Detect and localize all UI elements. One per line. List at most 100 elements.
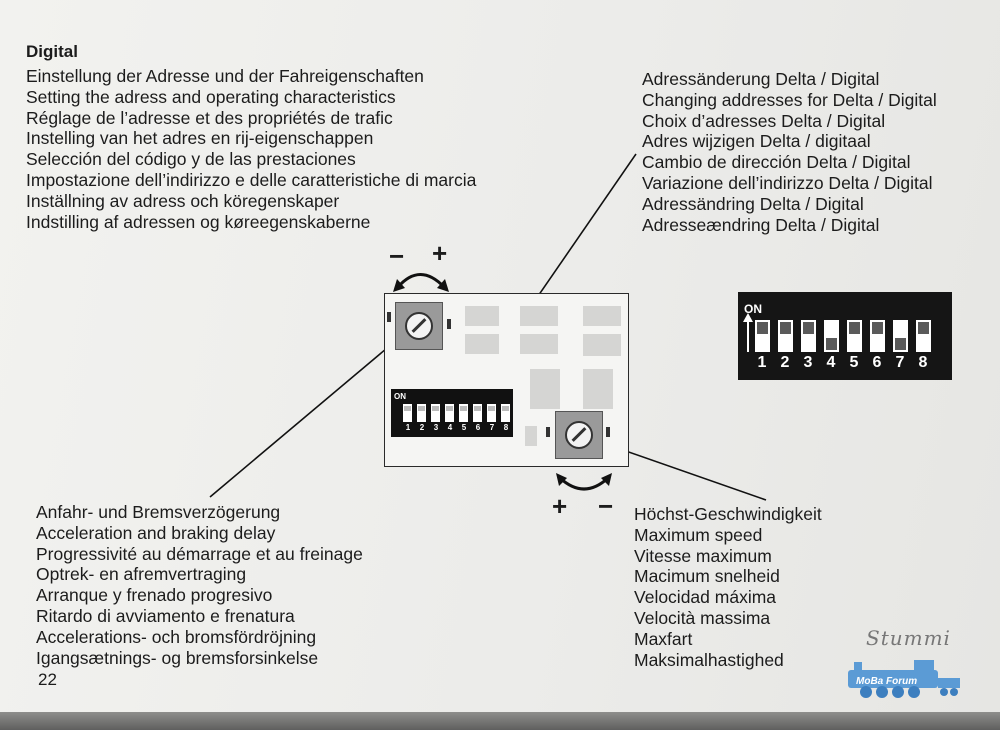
- dip-switch-4[interactable]: [445, 404, 454, 422]
- dip-switch-small[interactable]: ON 1 2 3 4 5 6 7 8: [391, 389, 513, 437]
- pot-terminal: [447, 319, 451, 329]
- dip-switch-detail: ON 1 2 3 4 5 6 7 8: [738, 292, 952, 380]
- dip-number: 6: [872, 354, 882, 371]
- dip-number: 1: [757, 354, 767, 371]
- dip-lever-icon: [803, 322, 814, 334]
- board-pad: [520, 306, 558, 326]
- dip-switch-3[interactable]: [431, 404, 440, 422]
- plus-sign-bottom: +: [552, 491, 568, 521]
- acceleration-potentiometer[interactable]: [395, 302, 443, 350]
- dip-switch-5[interactable]: [459, 404, 468, 422]
- board-pad: [525, 426, 537, 446]
- dip-on-label: ON: [394, 392, 406, 401]
- dip-switch-large-4[interactable]: [824, 320, 839, 352]
- text-line: Igangsætnings- og bremsforsinkelse: [36, 647, 319, 668]
- dip-number: 7: [895, 354, 905, 371]
- on-arrow-icon: [747, 316, 749, 352]
- dip-number: 8: [503, 423, 509, 432]
- logo-script: Stummi: [866, 626, 951, 650]
- board-pad: [583, 334, 621, 356]
- text-line: Ritardo di avviamento e frenatura: [36, 605, 295, 626]
- pot-terminal: [606, 427, 610, 437]
- dip-lever-icon: [849, 322, 860, 334]
- text-line: Variazione dell’indirizzo Delta / Digita…: [642, 172, 933, 193]
- text-line: Impostazione dell’indirizzo e delle cara…: [26, 169, 477, 190]
- minus-sign-bottom: −: [598, 491, 614, 521]
- text-line: Macimum snelheid: [634, 566, 780, 587]
- address-setting-text: Einstellung der Adresse und der Fahreige…: [26, 66, 476, 232]
- dip-on-label: ON: [744, 302, 762, 316]
- dip-switch-large-1[interactable]: [755, 320, 770, 352]
- minus-sign-top: −: [389, 241, 405, 271]
- text-line: Acceleration and braking delay: [36, 522, 276, 543]
- text-line: Anfahr- und Bremsverzögerung: [36, 502, 281, 522]
- page-edge-shadow: [0, 712, 1000, 730]
- text-line: Einstellung der Adresse und der Fahreige…: [26, 66, 424, 86]
- text-line: Changing addresses for Delta / Digital: [642, 89, 937, 110]
- text-line: Choix d’adresses Delta / Digital: [642, 110, 886, 131]
- text-line: Instelling van het adres en rij-eigensch…: [26, 128, 374, 149]
- max-speed-potentiometer[interactable]: [555, 411, 603, 459]
- dip-switch-large-6[interactable]: [870, 320, 885, 352]
- text-line: Maximum speed: [634, 524, 763, 545]
- text-line: Cambio de dirección Delta / Digital: [642, 152, 911, 173]
- dip-number: 4: [447, 423, 453, 432]
- text-line: Maksimalhastighed: [634, 649, 784, 670]
- dip-number: 8: [918, 354, 928, 371]
- text-line: Adres wijzigen Delta / digitaal: [642, 131, 871, 152]
- text-line: Maxfart: [634, 628, 693, 649]
- dip-lever-icon: [780, 322, 791, 334]
- text-line: Adressänderung Delta / Digital: [642, 69, 880, 89]
- pot-terminal: [387, 312, 391, 322]
- board-pad: [530, 369, 560, 409]
- board-pad: [583, 369, 613, 409]
- dip-switch-1[interactable]: [403, 404, 412, 422]
- dip-switch-2[interactable]: [417, 404, 426, 422]
- dip-number: 3: [433, 423, 439, 432]
- dip-switch-8[interactable]: [501, 404, 510, 422]
- dip-switch-large-2[interactable]: [778, 320, 793, 352]
- logo-forum-text: MoBa Forum: [856, 676, 918, 687]
- dip-number: 5: [461, 423, 467, 432]
- text-line: Indstilling af adressen og køreegenskabe…: [26, 211, 371, 232]
- board-pad: [465, 334, 499, 354]
- text-line: Adresseændring Delta / Digital: [642, 214, 880, 235]
- acceleration-delay-text: Anfahr- und Bremsverzögerung Acceleratio…: [36, 502, 363, 668]
- dip-number: 2: [780, 354, 790, 371]
- text-line: Inställning av adress och köregenskaper: [26, 190, 340, 211]
- dip-lever-icon: [826, 338, 837, 350]
- board-pad: [583, 306, 621, 326]
- dip-number: 3: [803, 354, 813, 371]
- pot-terminal: [546, 427, 550, 437]
- locomotive-icon: [848, 660, 960, 698]
- dip-switch-large-7[interactable]: [893, 320, 908, 352]
- text-line: Adressändring Delta / Digital: [642, 193, 864, 214]
- potentiometer-knob-icon: [565, 421, 593, 449]
- moba-forum-logo: Stummi MoBa Forum: [836, 626, 986, 710]
- text-line: Optrek- en afremvertraging: [36, 564, 247, 585]
- text-line: Selección del código y de las prestacion…: [26, 149, 356, 170]
- dip-switch-7[interactable]: [487, 404, 496, 422]
- decoder-board: ON 1 2 3 4 5 6 7 8: [384, 293, 629, 467]
- dip-switch-large-5[interactable]: [847, 320, 862, 352]
- text-line: Setting the adress and operating charact…: [26, 86, 396, 107]
- dip-number: 5: [849, 354, 859, 371]
- dip-switch-large-8[interactable]: [916, 320, 931, 352]
- dip-number: 4: [826, 354, 836, 371]
- section-title: Digital: [26, 42, 78, 61]
- text-line: Vitesse maximum: [634, 545, 772, 566]
- address-change-text: Adressänderung Delta / Digital Changing …: [642, 69, 937, 235]
- dip-number: 2: [419, 423, 425, 432]
- dip-lever-icon: [895, 338, 906, 350]
- dip-number: 1: [405, 423, 411, 432]
- potentiometer-knob-icon: [405, 312, 433, 340]
- text-line: Velocità massima: [634, 607, 771, 628]
- board-pad: [520, 334, 558, 354]
- text-line: Accelerations- och bromsfördröjning: [36, 626, 317, 647]
- text-line: Progressivité au démarrage et au freinag…: [36, 543, 363, 564]
- text-line: Höchst-Geschwindigkeit: [634, 504, 822, 524]
- text-line: Velocidad máxima: [634, 587, 777, 608]
- text-line: Arranque y frenado progresivo: [36, 585, 273, 606]
- dip-switch-large-3[interactable]: [801, 320, 816, 352]
- dip-switch-6[interactable]: [473, 404, 482, 422]
